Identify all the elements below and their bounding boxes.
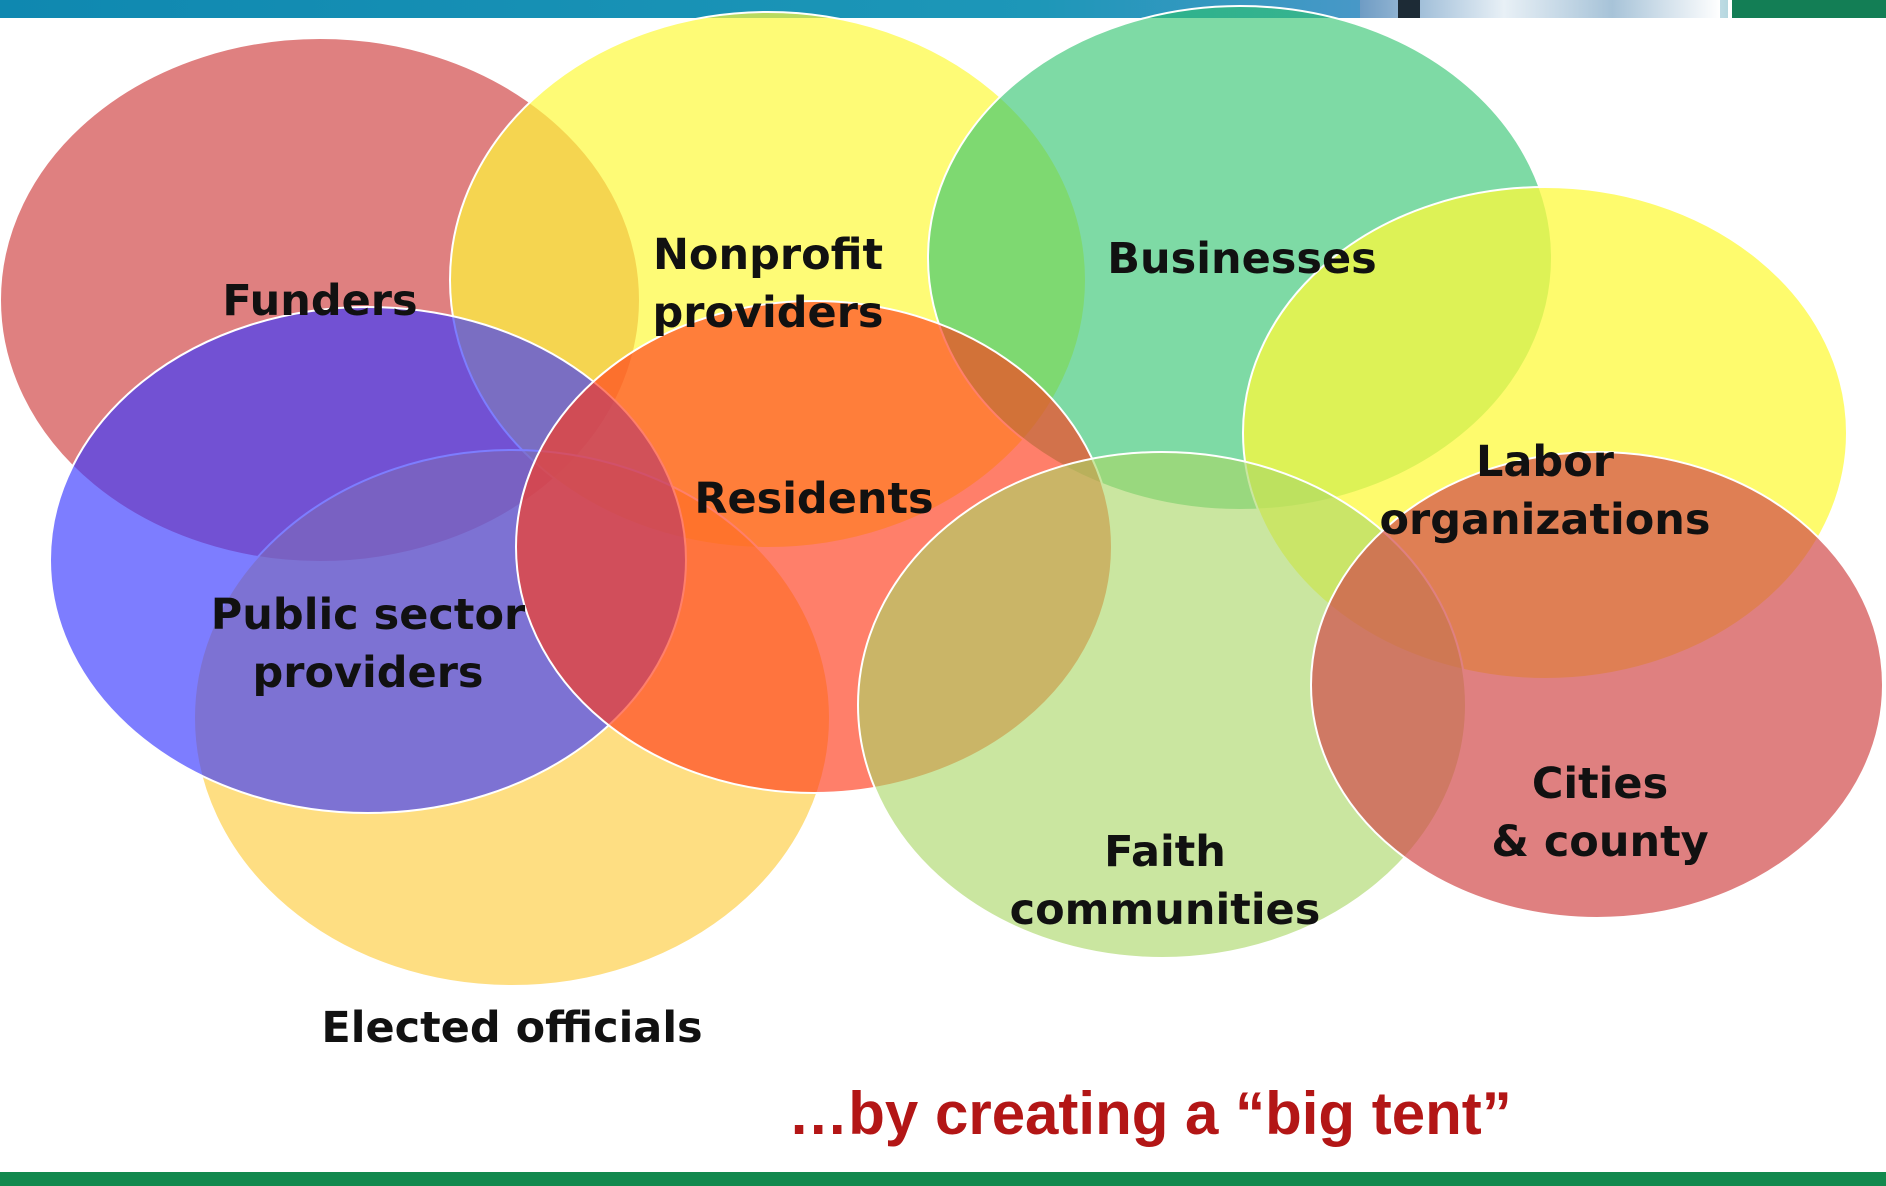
label-line: Nonprofit bbox=[653, 230, 883, 280]
circle-cities bbox=[1310, 451, 1884, 919]
labels-layer: Funders Nonprofit providers BusinessesLabor… bbox=[211, 230, 1711, 1053]
label-line: Residents bbox=[694, 474, 933, 524]
label-line: Faith bbox=[1104, 827, 1226, 877]
label-line: communities bbox=[1010, 885, 1321, 935]
label-nonprofit: Nonprofit providers bbox=[652, 230, 883, 338]
bottom-banner bbox=[0, 1172, 1886, 1186]
label-line: & county bbox=[1491, 817, 1708, 867]
label-public-sector: Public sector providers bbox=[211, 590, 526, 698]
label-cities: Cities & county bbox=[1491, 759, 1708, 867]
label-line: providers bbox=[652, 288, 883, 338]
label-elected: Elected officials bbox=[321, 1003, 702, 1053]
label-line: Cities bbox=[1532, 759, 1668, 809]
label-residents: Residents bbox=[694, 474, 933, 524]
label-faith: Faith communities bbox=[1010, 827, 1321, 935]
banner-photo-pole bbox=[1398, 0, 1420, 18]
label-line: Public sector bbox=[211, 590, 526, 640]
banner-end-block bbox=[1728, 0, 1886, 18]
label-funders: Funders bbox=[222, 276, 417, 326]
label-businesses: Businesses bbox=[1107, 234, 1376, 284]
label-line: Elected officials bbox=[321, 1003, 702, 1053]
circles-layer bbox=[0, 5, 1884, 987]
label-line: providers bbox=[252, 648, 483, 698]
label-line: organizations bbox=[1380, 495, 1711, 545]
label-line: Businesses bbox=[1107, 234, 1376, 284]
label-labor: Labor organizations bbox=[1380, 437, 1711, 545]
big-tent-caption: …by creating a “big tent” bbox=[788, 1080, 1512, 1147]
label-line: Labor bbox=[1476, 437, 1615, 487]
label-line: Funders bbox=[222, 276, 417, 326]
banner-photo bbox=[1360, 0, 1720, 18]
